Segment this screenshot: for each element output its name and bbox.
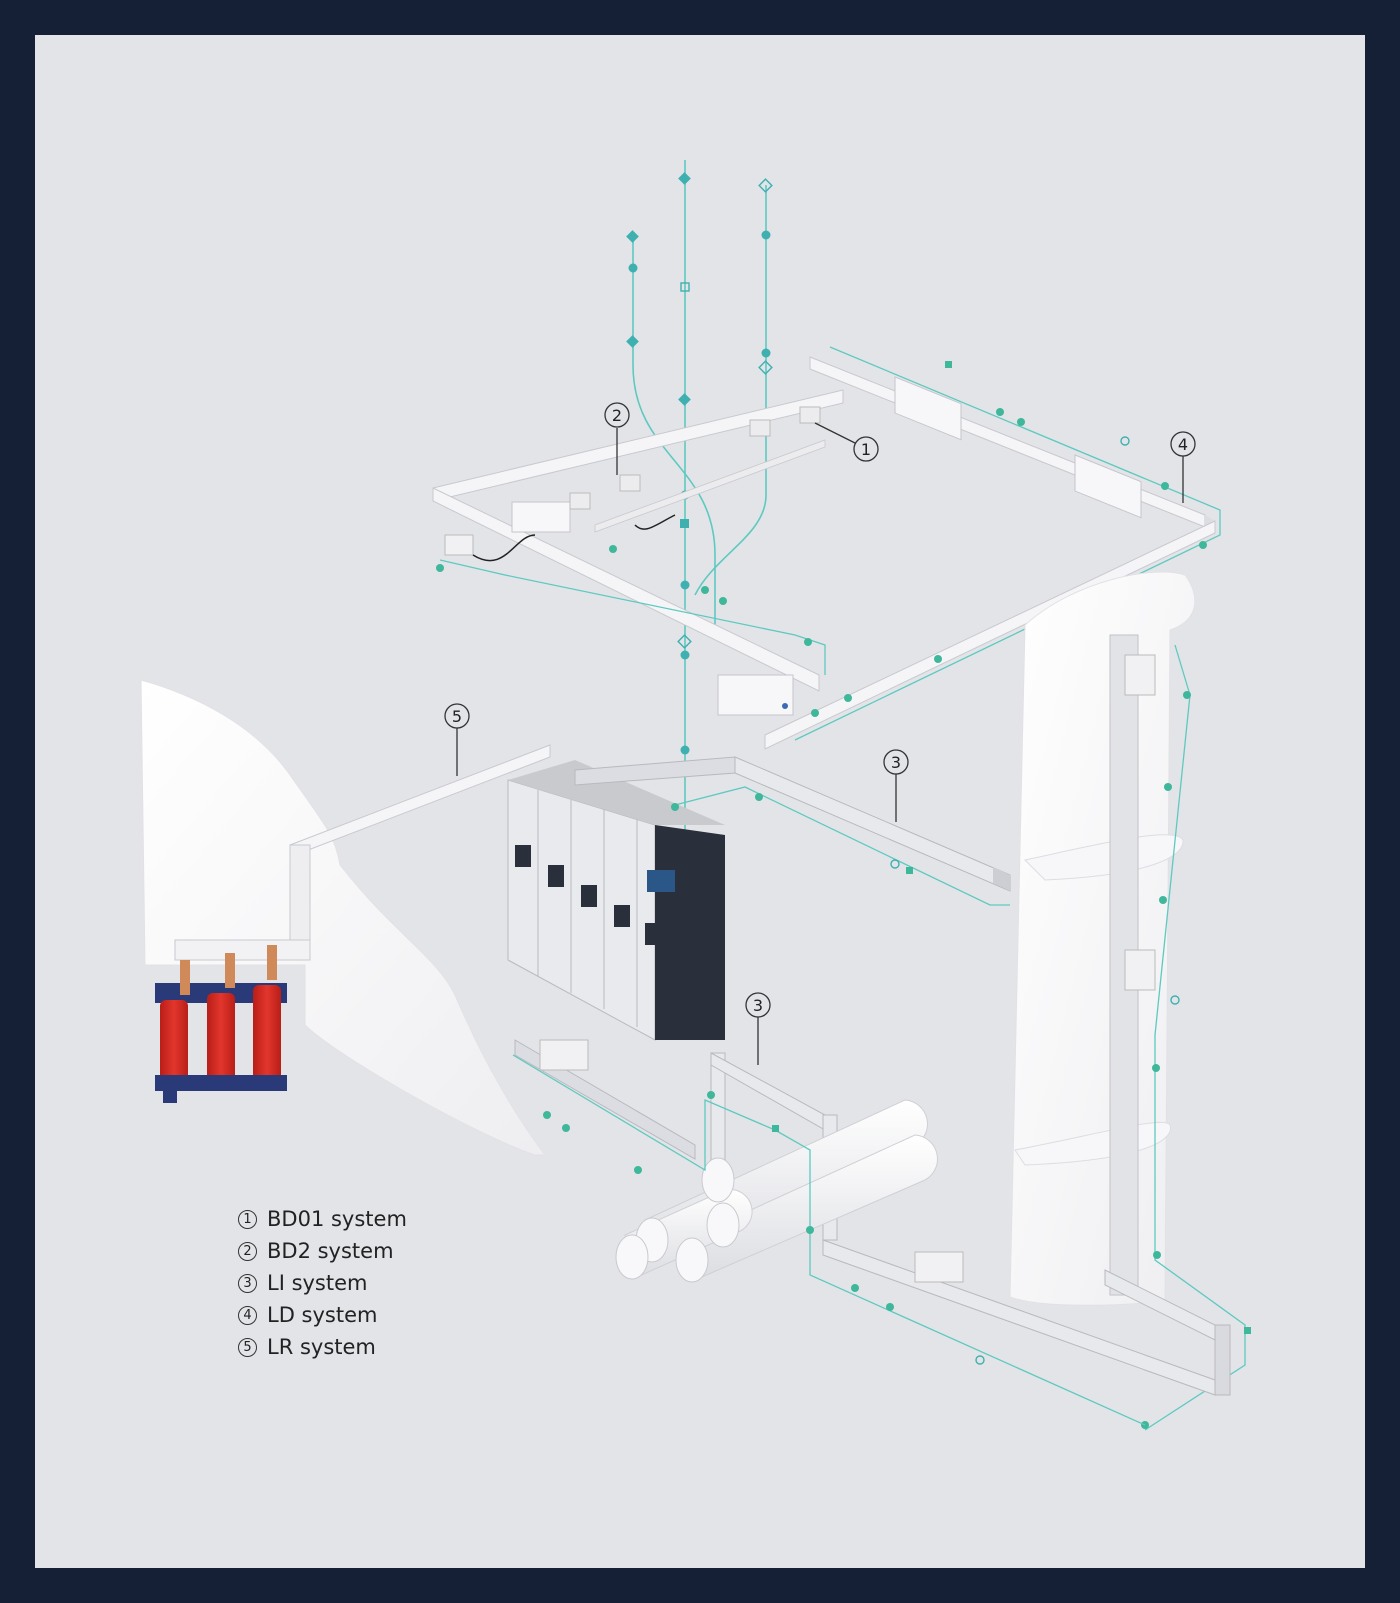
li-wire-upper-dots [671,793,913,874]
legend-item-ld: 4 LD system [238,1299,538,1331]
svg-text:3: 3 [753,996,763,1015]
bd-busways [432,389,844,716]
legend-number: 5 [238,1337,257,1357]
callout-2: 2 [604,402,630,428]
callout-5: 5 [444,703,470,729]
li-wire-lower-dots [543,1091,985,1365]
switchgear-cabinets [507,760,725,1041]
svg-text:2: 2 [612,406,622,425]
left-wall [140,679,546,1156]
svg-text:5: 5 [452,707,462,726]
li-busway-upper [574,756,1011,892]
riser-markers [626,172,773,755]
ld-wire [794,346,1221,741]
legend: 1 BD01 system 2 BD2 system 3 LI system 4… [238,1203,538,1363]
legend-label: LD system [267,1303,378,1327]
legend-item-bd01: 1 BD01 system [238,1203,538,1235]
diagram-canvas: 2 1 4 5 3 3 1 BD01 system 2 BD2 sy [35,35,1365,1568]
legend-number: 2 [238,1241,257,1261]
callout-1: 1 [853,436,879,462]
callout-3-lower: 3 [745,992,771,1018]
callout-leaders [456,422,1184,1065]
legend-label: LI system [267,1271,368,1295]
bd-wire [439,559,826,675]
legend-number: 3 [238,1273,257,1293]
svg-text:4: 4 [1178,435,1188,454]
legend-item-bd2: 2 BD2 system [238,1235,538,1267]
callout-3-upper: 3 [883,749,909,775]
svg-text:1: 1 [861,440,871,459]
li-busway-lower [514,1039,1231,1396]
legend-item-li: 3 LI system [238,1267,538,1299]
callout-4: 4 [1170,431,1196,457]
svg-text:3: 3 [891,753,901,772]
riser-wires [632,160,767,835]
ld-busway [764,356,1216,750]
bd-wire-dots [436,545,812,646]
legend-label: BD01 system [267,1207,407,1231]
ld-wire-dots [811,361,1207,717]
legend-number: 1 [238,1209,257,1229]
transformer [155,945,287,1103]
busway-system-illustration: 2 1 4 5 3 3 [140,160,1251,1431]
legend-number: 4 [238,1305,257,1325]
right-wall [1009,571,1196,1306]
li-wire-upper [674,786,1010,906]
legend-item-lr: 5 LR system [238,1331,538,1363]
legend-label: LR system [267,1335,376,1359]
pipes [615,1099,938,1283]
legend-label: BD2 system [267,1239,394,1263]
